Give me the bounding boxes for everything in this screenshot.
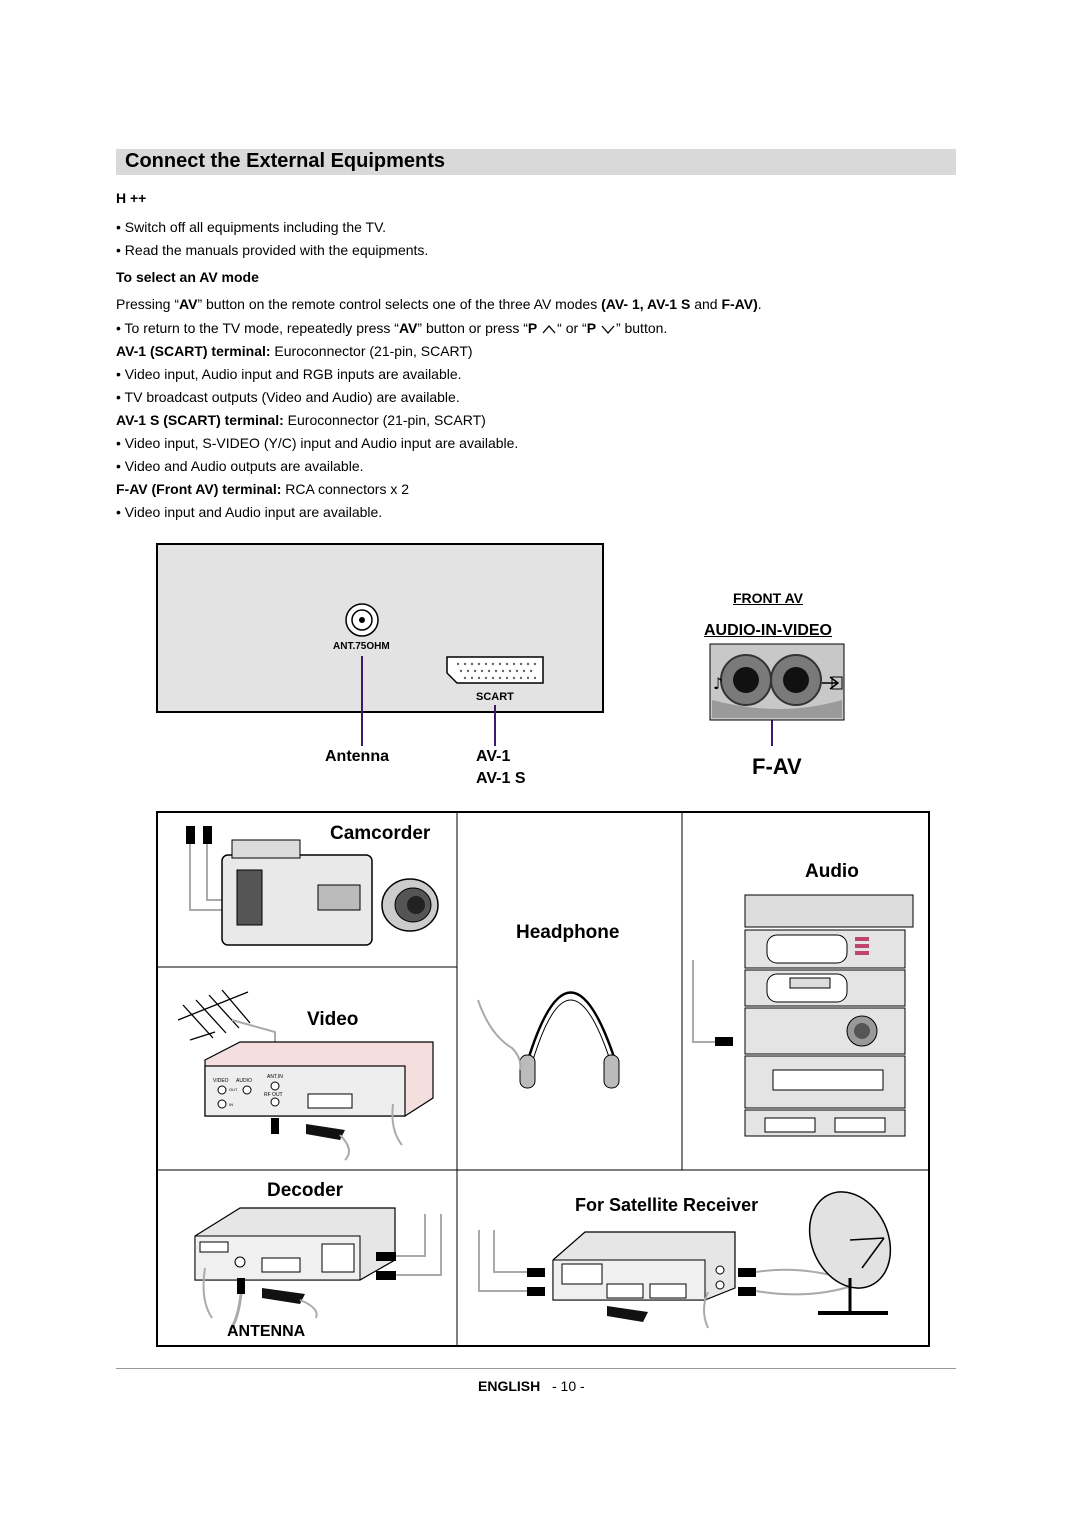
page-title: Connect the External Equipments: [125, 150, 446, 172]
return-text-1: • To return to the TV mode, repeatedly p…: [116, 320, 399, 336]
terminal-av1: AV-1 (SCART) terminal: Euroconnector (21…: [116, 343, 473, 359]
return-text-4: ” button.: [615, 320, 668, 336]
terminal-name: AV-1 S (SCART) terminal:: [116, 412, 284, 428]
vcr-antin-label: ANT.IN: [267, 1074, 283, 1080]
antenna-caption: Antenna: [325, 748, 389, 765]
list-item: • Video input, Audio input and RGB input…: [116, 366, 462, 382]
camcorder-label: Camcorder: [330, 823, 431, 844]
fav-caption: F-AV: [752, 754, 802, 779]
video-label: Video: [307, 1009, 359, 1030]
ant-label: ANT.75OHM: [333, 641, 390, 652]
terminal-desc: Euroconnector (21-pin, SCART): [283, 412, 486, 428]
satellite-label: For Satellite Receiver: [575, 1195, 759, 1215]
terminal-desc: Euroconnector (21-pin, SCART): [270, 343, 473, 359]
return-text-2: ” button or press “: [417, 320, 528, 336]
p-down-key: P: [586, 320, 597, 336]
av1s-caption: AV-1 S: [476, 770, 526, 787]
list-item: • Video input, S-VIDEO (Y/C) input and A…: [116, 435, 519, 451]
vcr-out-label: OUT: [229, 1087, 238, 1092]
p-up-key: P: [527, 320, 538, 336]
terminal-desc: RCA connectors x 2: [281, 481, 410, 497]
front-av-subheading: AUDIO-IN-VIDEO: [704, 622, 832, 639]
para-text-4: .: [757, 296, 762, 312]
para-text-1: Pressing “: [116, 296, 180, 312]
return-av: AV: [398, 320, 418, 336]
notice-glyph: H ++: [116, 190, 147, 206]
list-item: • Video input and Audio input are availa…: [116, 504, 383, 520]
av-mode-paragraph: Pressing “AV” button on the remote contr…: [116, 296, 762, 312]
decoder-illustration: [194, 1207, 396, 1281]
antenna-device-label: ANTENNA: [227, 1323, 306, 1340]
para-text-3: and: [690, 296, 722, 312]
terminal-name: AV-1 (SCART) terminal:: [116, 343, 271, 359]
return-text-3: “ or “: [557, 320, 587, 336]
svg-text:♪: ♪: [713, 674, 723, 693]
footer-divider: [116, 1368, 956, 1369]
para-av: AV: [179, 296, 198, 312]
chevron-down-icon: [601, 325, 615, 335]
terminal-fav: F-AV (Front AV) terminal: RCA connectors…: [116, 481, 409, 497]
audio-label: Audio: [805, 861, 859, 882]
chevron-up-icon: [542, 325, 556, 334]
list-item: • TV broadcast outputs (Video and Audio)…: [116, 389, 460, 405]
terminal-name: F-AV (Front AV) terminal:: [116, 481, 282, 497]
footer-language: ENGLISH: [478, 1378, 541, 1394]
para-modes-2: F-AV): [721, 296, 758, 312]
av-mode-heading: To select an AV mode: [116, 269, 259, 285]
return-tv-line: • To return to the TV mode, repeatedly p…: [116, 320, 667, 336]
front-av-heading: FRONT AV: [733, 590, 803, 606]
terminal-av1s: AV-1 S (SCART) terminal: Euroconnector (…: [116, 412, 486, 428]
scart-label: SCART: [476, 691, 514, 703]
audio-system-illustration: [744, 894, 914, 1137]
para-text-2: ” button on the remote control selects o…: [197, 296, 602, 312]
av1-caption: AV-1: [476, 748, 511, 765]
para-modes-1: (AV- 1, AV-1 S: [601, 296, 691, 312]
intro-bullet-1: • Switch off all equipments including th…: [116, 219, 387, 235]
footer-page-number: - 10 -: [552, 1378, 585, 1394]
title-bar: [116, 149, 956, 175]
vcr-audio-label: AUDIO: [236, 1078, 252, 1084]
vcr-rfout-label: RF OUT: [264, 1092, 283, 1098]
satellite-dish-illustration: [808, 1191, 892, 1315]
vcr-in-label: IN: [229, 1102, 233, 1107]
list-item: • Video and Audio outputs are available.: [116, 458, 364, 474]
decoder-label: Decoder: [267, 1180, 344, 1201]
tv-antenna-illustration: [177, 989, 251, 1041]
headphone-illustration: [477, 991, 620, 1089]
intro-bullet-2: • Read the manuals provided with the equ…: [116, 242, 429, 258]
satellite-receiver-illustration: [552, 1231, 736, 1301]
headphone-label: Headphone: [516, 922, 620, 943]
vcr-video-label: VIDEO: [213, 1078, 229, 1084]
